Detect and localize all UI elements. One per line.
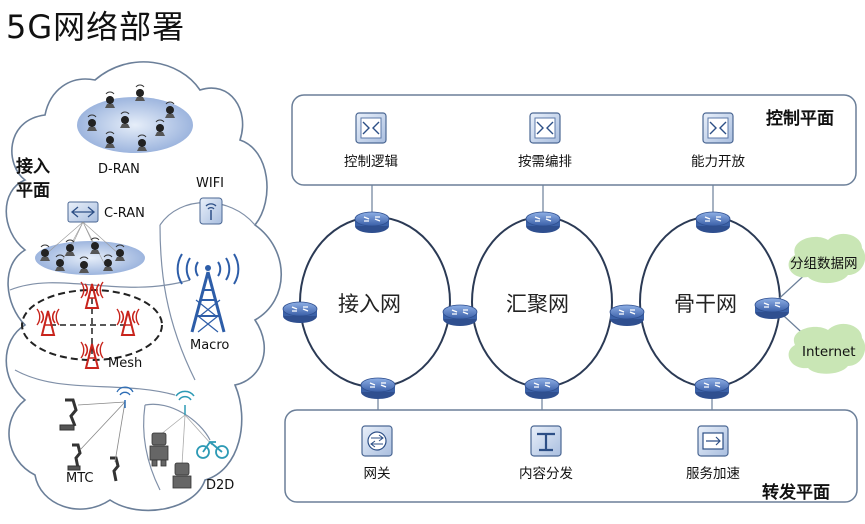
router-top-1 [354, 211, 390, 234]
router-right [754, 297, 790, 320]
router-bottom-2 [524, 377, 560, 400]
control-item-2: 按需编排 [518, 154, 572, 170]
router-top-2 [525, 211, 561, 234]
mesh-label: Mesh [108, 356, 143, 371]
forward-item-3: 服务加速 [686, 466, 740, 482]
mtc-antenna-icon [116, 386, 134, 408]
router-mid-2 [609, 304, 645, 327]
macro-tower-icon [176, 253, 240, 333]
ring-label-aggregation: 汇聚网 [506, 292, 569, 316]
ring-label-access: 接入网 [338, 292, 401, 316]
packet-network-label: 分组数据网 [790, 256, 858, 272]
d2d-robot-icons [149, 432, 192, 489]
internet-cloud [788, 323, 865, 374]
mtc-label: MTC [66, 471, 94, 486]
mesh-ring [21, 289, 163, 361]
access-plane-label-line1: 接入 [16, 157, 50, 177]
on-demand-orchestration-icon [529, 112, 561, 144]
access-cloud [5, 61, 283, 512]
forward-item-1: 网关 [363, 466, 391, 482]
service-acceleration-icon [697, 425, 729, 457]
d2d-bike-icon [196, 440, 229, 459]
dran-label: D-RAN [98, 162, 140, 177]
gateway-icon [361, 425, 393, 457]
dran-disc [77, 97, 193, 153]
packet-network-cloud [788, 233, 865, 284]
router-mid-1 [442, 304, 478, 327]
access-plane-label-line2: 平面 [16, 181, 50, 201]
macro-label: Macro [190, 338, 230, 353]
wifi-icon [199, 197, 223, 225]
content-delivery-icon [530, 425, 562, 457]
control-item-1: 控制逻辑 [344, 154, 398, 170]
control-item-3: 能力开放 [691, 154, 745, 170]
cran-disc [35, 241, 145, 275]
page-title: 5G网络部署 [6, 8, 186, 46]
d2d-antenna-icon [175, 390, 195, 415]
wifi-label: WIFI [196, 176, 224, 191]
internet-label: Internet [802, 344, 856, 360]
capability-exposure-icon [702, 112, 734, 144]
mtc-icons [59, 398, 120, 482]
router-top-3 [695, 211, 731, 234]
cran-label: C-RAN [104, 206, 145, 221]
forward-plane-label: 转发平面 [762, 483, 830, 503]
forward-item-2: 内容分发 [519, 466, 573, 482]
d2d-label: D2D [206, 478, 235, 493]
router-left [282, 301, 318, 324]
router-bottom-1 [360, 377, 396, 400]
router-bottom-3 [694, 377, 730, 400]
control-logic-icon [355, 112, 387, 144]
ring-label-backbone: 骨干网 [674, 292, 737, 316]
control-plane-label: 控制平面 [766, 109, 834, 129]
